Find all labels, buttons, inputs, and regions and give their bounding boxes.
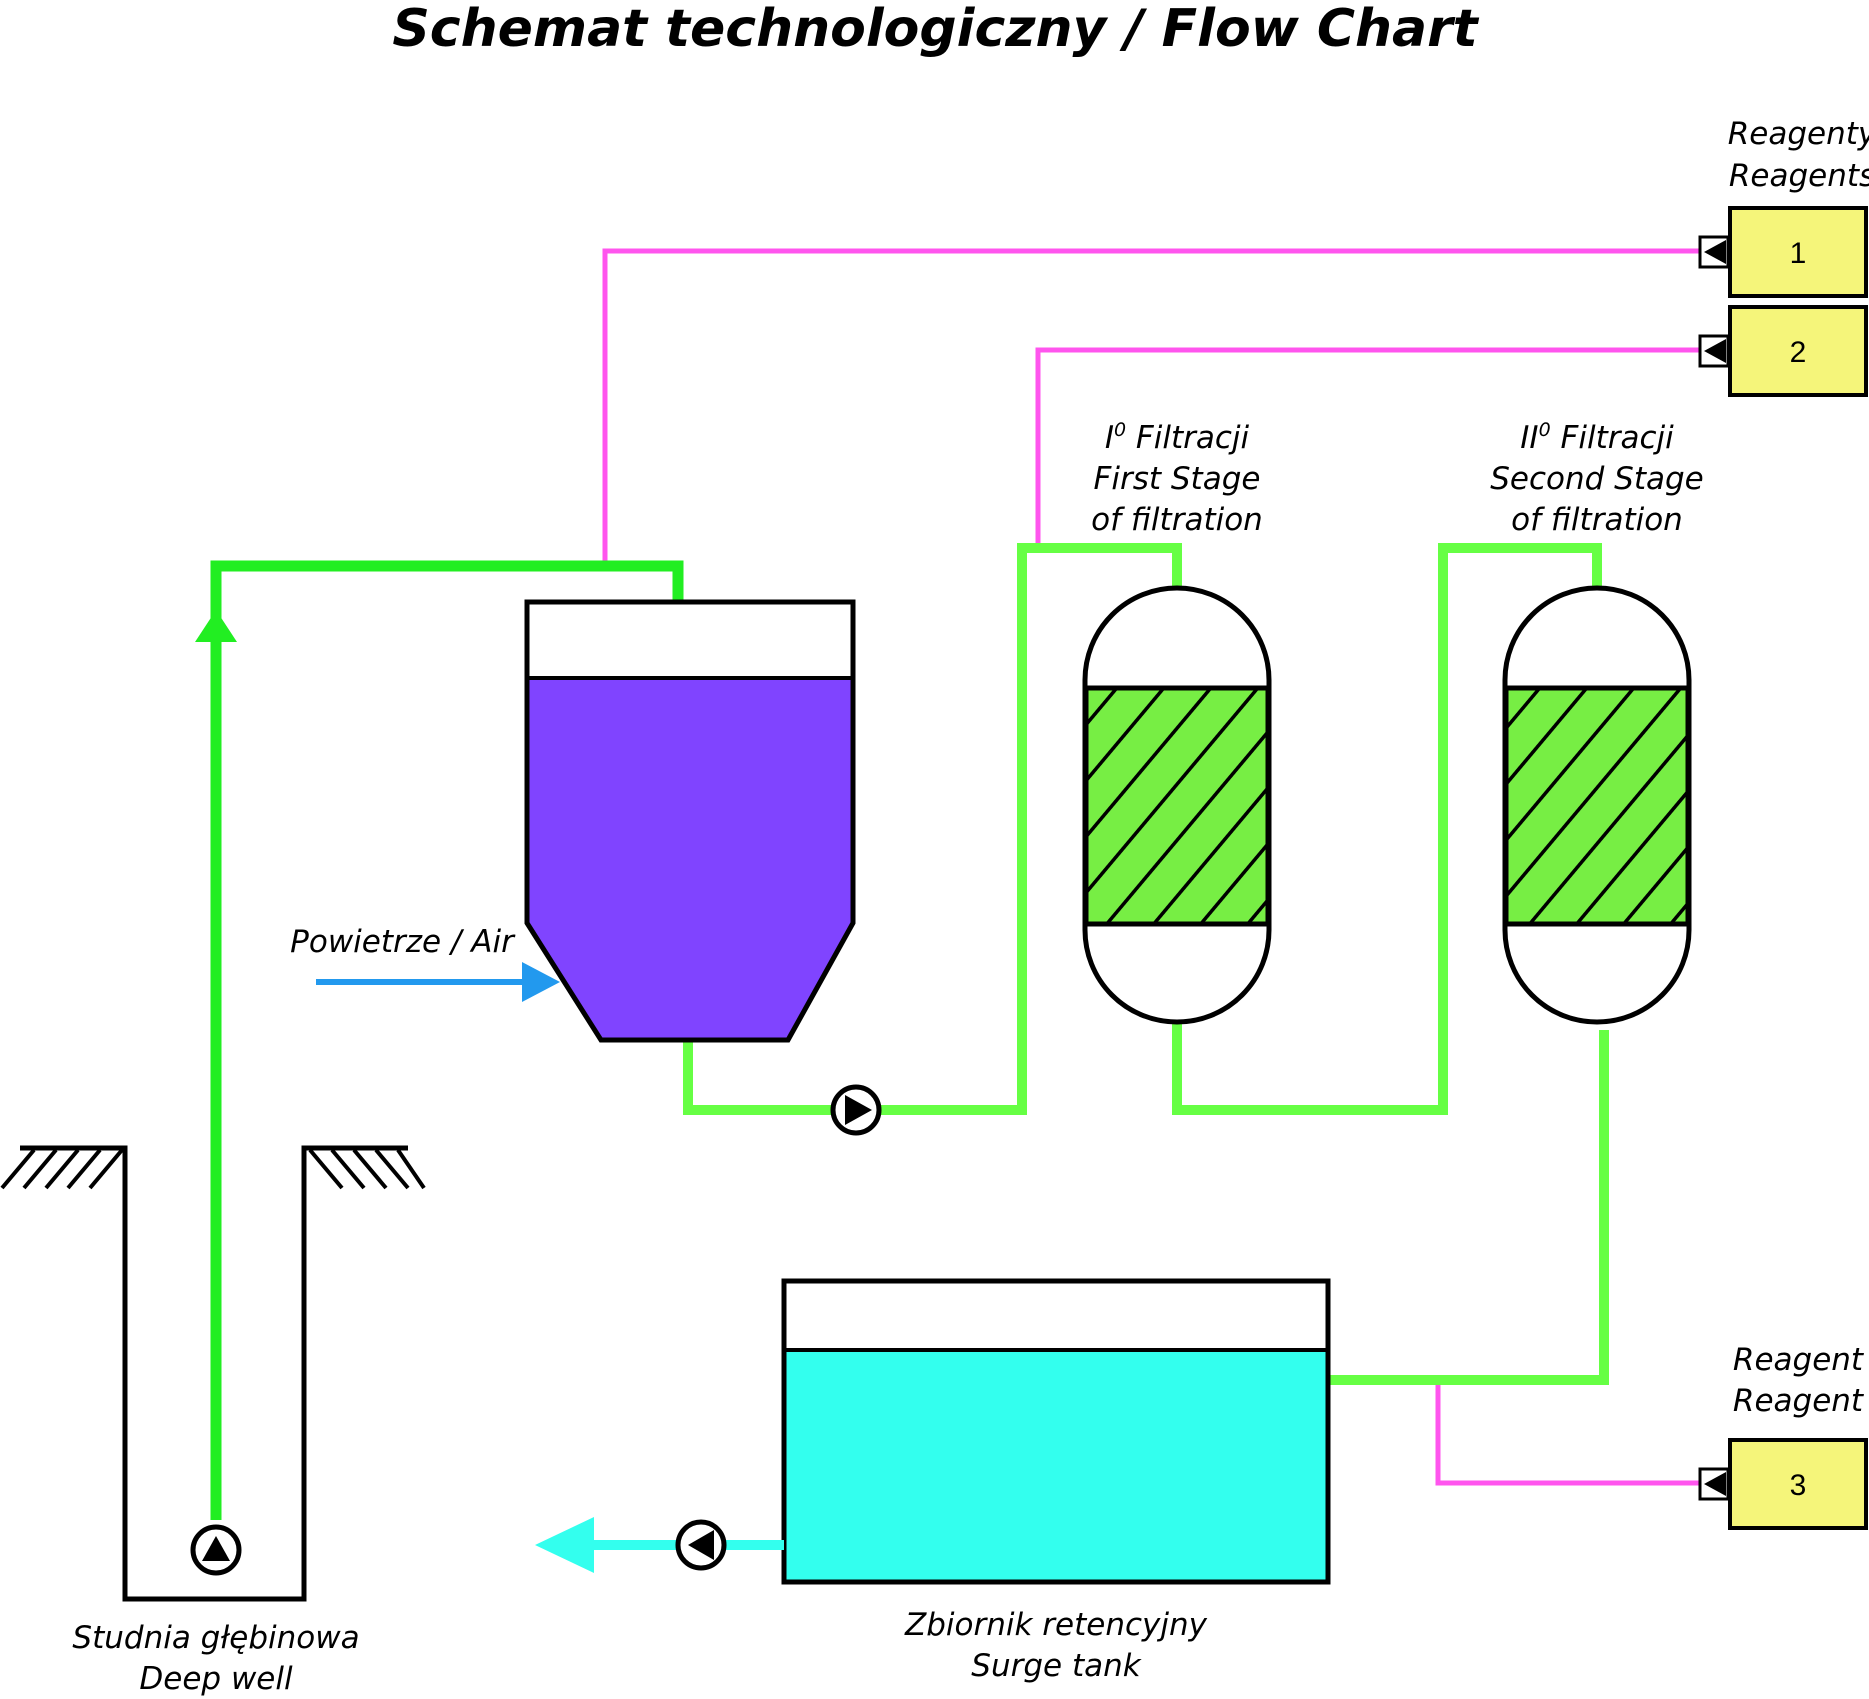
treated-water-pipes — [683, 543, 1609, 1385]
reagent-3-number: 3 — [1790, 1469, 1807, 1502]
reagent-label-pl: Reagent — [1733, 1342, 1865, 1378]
second-stage-label-en-2: of filtration — [1511, 502, 1683, 538]
reagent-3-line — [1435, 1380, 1700, 1486]
filter2-to-surge-pipe — [1328, 1030, 1609, 1385]
filter-1-media — [1083, 685, 1271, 927]
aeration-tank — [524, 599, 856, 1043]
reagent-box-1: 1 — [1698, 206, 1868, 298]
deep-well-label-pl: Studnia głębinowa — [72, 1620, 359, 1656]
second-stage-label-pl: II0 Filtracji — [1520, 419, 1674, 456]
outlet-pump-icon — [675, 1519, 727, 1571]
first-stage-label-en-2: of filtration — [1091, 502, 1263, 538]
surge-tank — [781, 1278, 1331, 1585]
deep-well-label-en: Deep well — [139, 1661, 293, 1697]
well-pump-icon — [190, 1524, 242, 1576]
reagent-lines — [602, 248, 1700, 1486]
filter-second-stage — [1502, 585, 1692, 1025]
second-stage-label-en: Second Stage — [1490, 461, 1704, 497]
deep-well — [0, 1145, 426, 1602]
outlet-flow — [535, 1517, 784, 1573]
transfer-pump-icon — [830, 1084, 882, 1136]
first-stage-label-en: First Stage — [1094, 461, 1261, 497]
reagent-1-number: 1 — [1790, 237, 1807, 270]
reagents-label-en: Reagents — [1729, 158, 1869, 194]
reagents-label-pl: Reagenty — [1728, 116, 1869, 152]
reagent-2-line — [1035, 347, 1700, 548]
surge-tank-label-pl: Zbiornik retencyjny — [904, 1607, 1208, 1643]
reagent-box-2: 2 — [1698, 305, 1868, 397]
reagent-1-line — [602, 248, 1700, 565]
first-stage-label-pl: I0 Filtracji — [1105, 419, 1250, 456]
raw-water-pipe — [210, 560, 684, 1520]
air-arrow — [316, 962, 560, 1002]
air-label: Powietrze / Air — [290, 924, 516, 960]
page-title: Schemat technologiczny / Flow Chart — [392, 0, 1479, 59]
filter1-to-filter2-pipe — [1172, 543, 1602, 1115]
filter-2-media — [1503, 685, 1691, 927]
filter-first-stage — [1082, 585, 1272, 1025]
flow-up-arrow — [195, 610, 237, 642]
reagent-label-en: Reagent — [1733, 1383, 1865, 1419]
tank-to-filter1-pipe — [683, 543, 1182, 1115]
surge-tank-label-en: Surge tank — [971, 1648, 1141, 1684]
reagent-box-3: 3 — [1698, 1438, 1868, 1530]
reagent-2-number: 2 — [1790, 336, 1807, 369]
